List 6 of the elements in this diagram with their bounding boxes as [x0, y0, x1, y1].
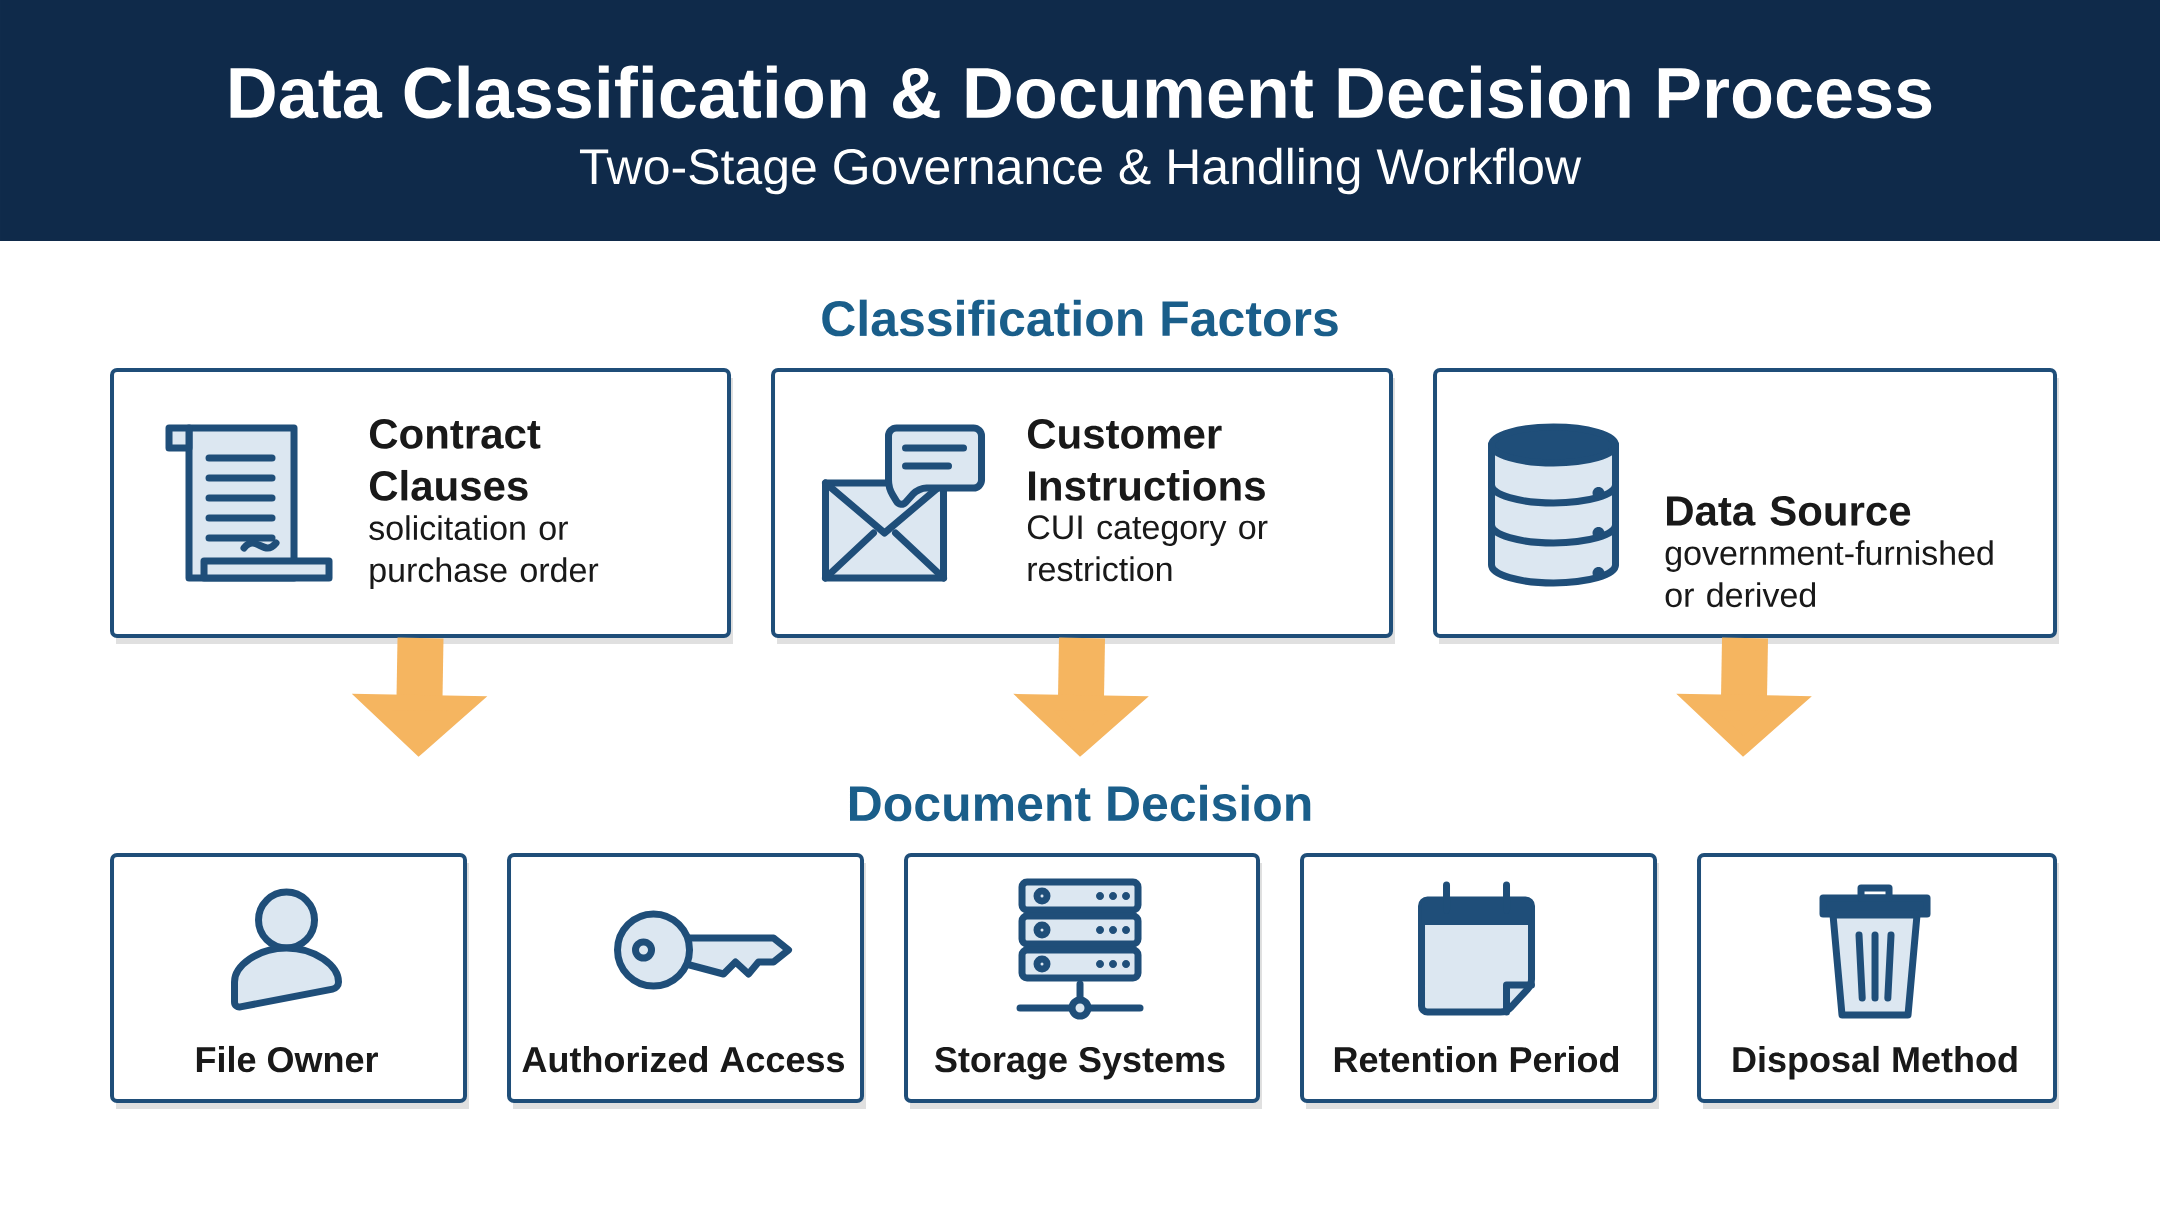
decision-card: File Owner [110, 853, 469, 1109]
section-heading: Classification Factors [822, 299, 1338, 337]
title: Data Classification & Document Decision Process [230, 65, 1932, 119]
subtitle: Two-Stage Governance & Handling Workflow [579, 147, 1582, 195]
decision-card: Authorized Access [507, 853, 866, 1109]
section-heading: Document Decision [850, 784, 1311, 822]
